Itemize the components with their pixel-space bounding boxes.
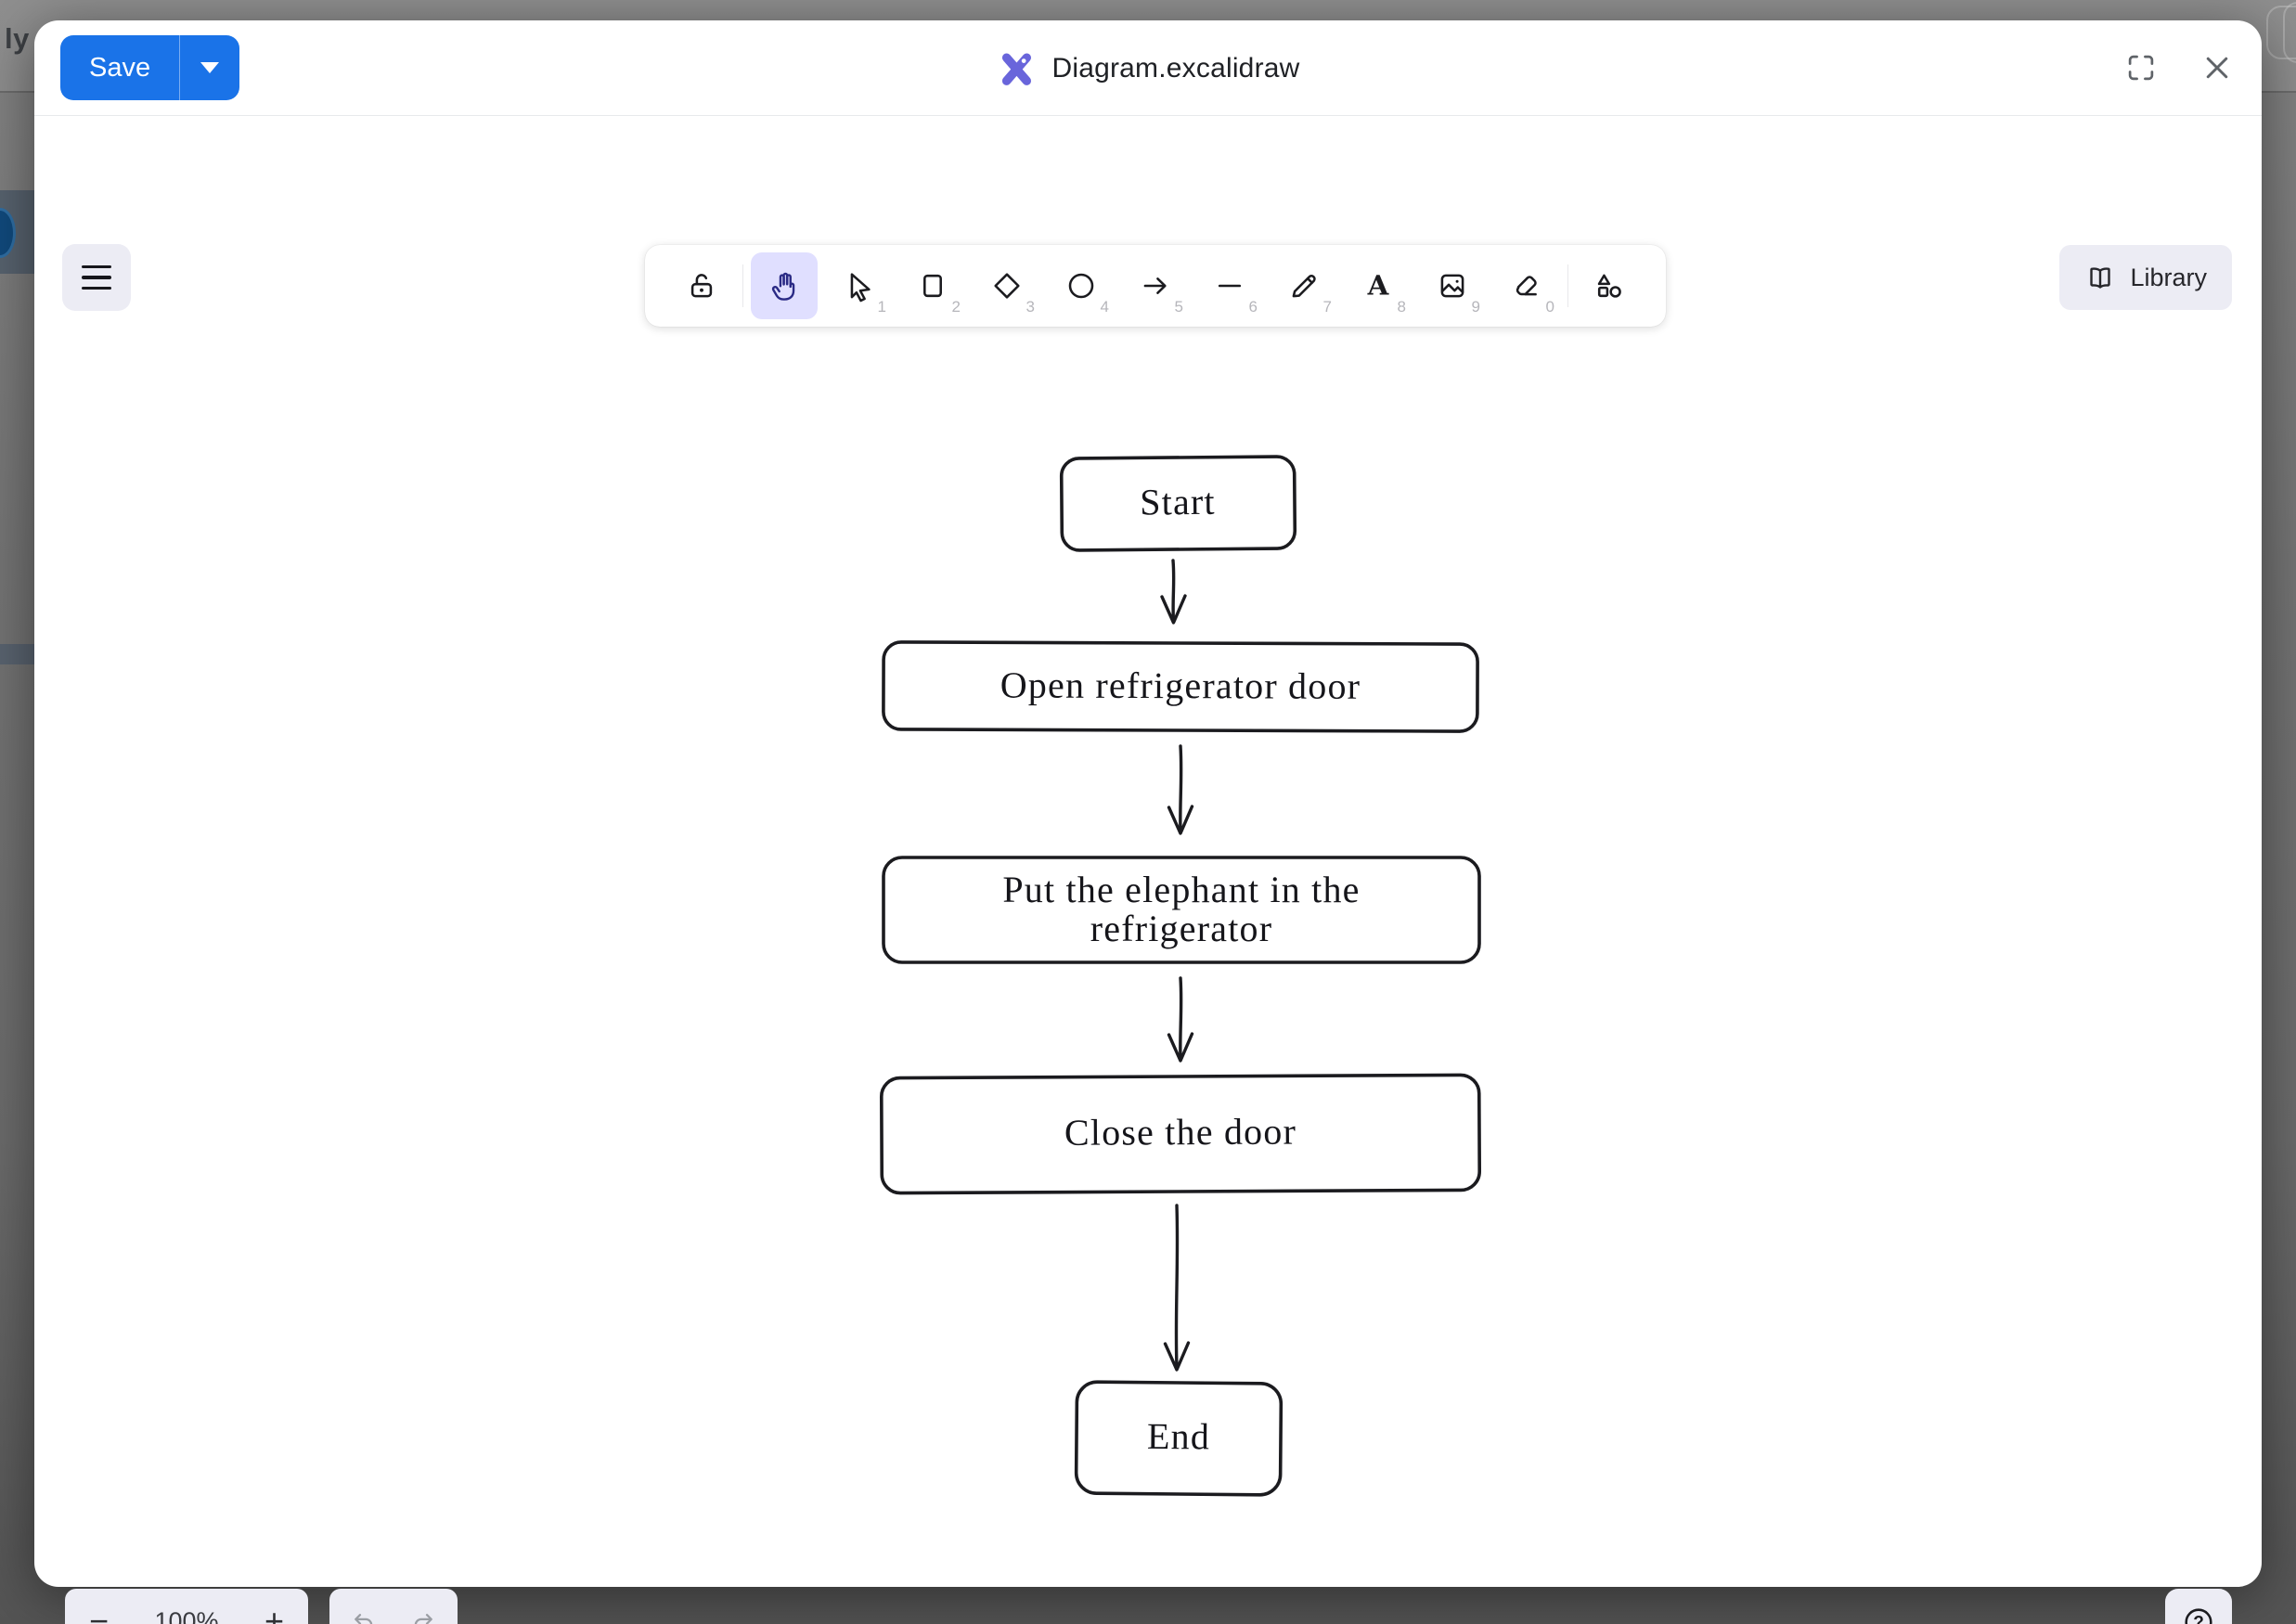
svg-text:A: A <box>1367 270 1390 302</box>
chevron-down-icon <box>200 62 220 73</box>
hand-icon <box>771 272 795 301</box>
tool-rectangle[interactable]: 2 <box>899 252 966 319</box>
tool-selection[interactable]: 1 <box>825 252 892 319</box>
zoom-out-button[interactable]: − <box>89 1602 110 1624</box>
flow-node-end[interactable]: End <box>1074 1380 1283 1497</box>
arrow-icon <box>1143 277 1167 294</box>
tool-diamond[interactable]: 3 <box>974 252 1040 319</box>
flow-node-close-door[interactable]: Close the door <box>879 1073 1482 1195</box>
excalidraw-logo-icon <box>1001 52 1032 85</box>
svg-text:?: ? <box>2193 1613 2204 1624</box>
help-button[interactable]: ? <box>2165 1589 2232 1624</box>
pencil-icon <box>1292 275 1316 298</box>
flowchart-drawing: Start Open refrigerator door Put the ele… <box>879 455 1482 1497</box>
save-dropdown-button[interactable] <box>180 35 239 100</box>
tool-island: 1 2 3 4 <box>645 245 1666 327</box>
backdrop-row-band <box>0 644 37 664</box>
document-title-group: Diagram.excalidraw <box>996 20 1299 116</box>
image-icon <box>1440 274 1464 298</box>
zoom-in-button[interactable]: + <box>264 1602 284 1624</box>
backdrop-dimmed-button <box>2266 6 2296 59</box>
hamburger-icon <box>82 264 111 269</box>
save-button-divider <box>179 35 181 100</box>
shapes-icon <box>1597 274 1621 298</box>
tool-image[interactable]: 9 <box>1419 252 1486 319</box>
tool-text[interactable]: A 8 <box>1345 252 1412 319</box>
svg-text:Open refrigerator door: Open refrigerator door <box>1000 664 1361 706</box>
history-controls <box>329 1589 458 1624</box>
tool-line[interactable]: 6 <box>1196 252 1263 319</box>
zoom-level[interactable]: 100% <box>154 1606 219 1624</box>
tool-eraser[interactable]: 0 <box>1493 252 1560 319</box>
document-title: Diagram.excalidraw <box>1051 52 1300 84</box>
modal-titlebar: Save Diagram.excalidraw <box>34 20 2262 116</box>
window-controls <box>2122 49 2236 86</box>
diamond-icon <box>994 273 1020 299</box>
line-icon <box>1218 284 1242 288</box>
flow-node-start[interactable]: Start <box>1059 455 1297 552</box>
library-button[interactable]: Library <box>2059 245 2232 310</box>
ellipse-icon <box>1068 273 1094 299</box>
flow-arrow-close-end[interactable] <box>1163 1204 1191 1372</box>
close-icon <box>2206 57 2228 79</box>
svg-text:Put the elephant in the: Put the elephant in the <box>1002 869 1360 910</box>
unlock-icon <box>690 274 713 298</box>
library-button-label: Library <box>2130 263 2207 291</box>
redo-icon[interactable] <box>407 1606 437 1624</box>
close-button[interactable] <box>2199 49 2236 86</box>
save-button[interactable]: Save <box>89 52 151 83</box>
tool-lock[interactable] <box>668 252 735 319</box>
flow-node-put-elephant[interactable]: Put the elephant in the refrigerator <box>882 856 1481 964</box>
save-split-button: Save <box>60 35 240 100</box>
fullscreen-button[interactable] <box>2122 49 2160 86</box>
zoom-controls: − 100% + <box>65 1589 308 1624</box>
svg-text:Close the door: Close the door <box>1064 1111 1296 1154</box>
help-icon: ? <box>2185 1608 2212 1624</box>
tool-arrow[interactable]: 5 <box>1122 252 1189 319</box>
fullscreen-icon <box>2128 55 2154 81</box>
backdrop-dimmed-button <box>2283 2 2296 63</box>
svg-text:Start: Start <box>1140 481 1216 523</box>
toolbar-divider <box>742 264 743 307</box>
text-icon: A <box>1367 270 1390 302</box>
canvas[interactable]: Start Open refrigerator door Put the ele… <box>34 117 2262 1624</box>
flow-node-open-door[interactable]: Open refrigerator door <box>882 640 1479 733</box>
undo-icon[interactable] <box>350 1606 380 1624</box>
flow-arrow-start-open[interactable] <box>1160 559 1187 625</box>
tool-hand[interactable] <box>751 252 818 319</box>
rectangle-icon <box>923 274 942 298</box>
flow-arrow-open-put[interactable] <box>1167 744 1194 835</box>
cursor-icon <box>850 273 871 303</box>
svg-text:End: End <box>1147 1415 1210 1458</box>
svg-text:refrigerator: refrigerator <box>1090 908 1273 949</box>
toolbar-divider <box>1567 264 1568 307</box>
flow-arrow-put-close[interactable] <box>1167 976 1194 1063</box>
excalidraw-editor-modal: Save Diagram.excalidraw <box>34 20 2262 1624</box>
tool-ellipse[interactable]: 4 <box>1048 252 1115 319</box>
menu-button[interactable] <box>62 244 131 311</box>
tool-draw[interactable]: 7 <box>1271 252 1337 319</box>
eraser-icon <box>1516 276 1537 296</box>
tool-more-shapes[interactable] <box>1576 252 1643 319</box>
book-icon <box>2090 267 2111 289</box>
